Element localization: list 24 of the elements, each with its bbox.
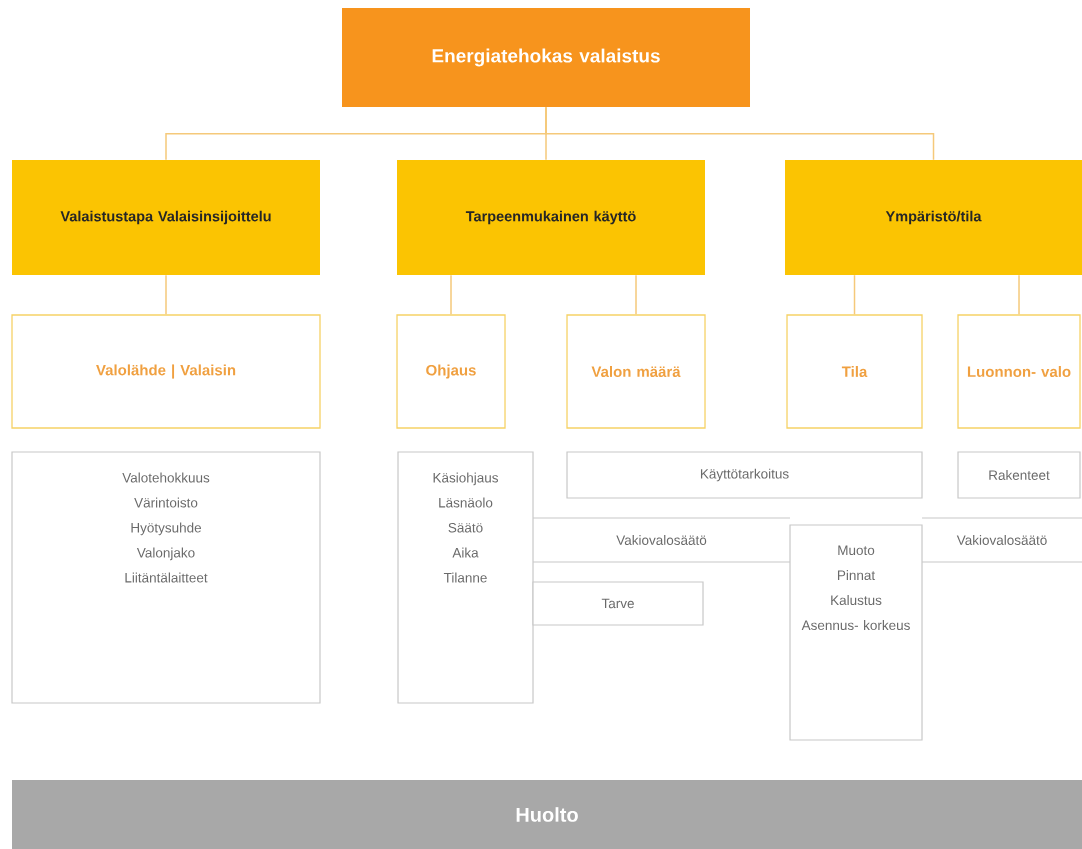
subcategory-box: Luonnon- valo xyxy=(957,314,1081,429)
category-box: Tarpeenmukainen käyttö xyxy=(397,160,705,275)
connector-line xyxy=(450,274,452,316)
item-box: Käyttötarkoitus xyxy=(566,451,923,499)
connector-line xyxy=(165,274,167,316)
list-box: Valotehokkuus Värintoisto Hyötysuhde Valonjako Liitäntälaitteet xyxy=(11,451,321,704)
item-box: Tarve xyxy=(532,581,704,626)
subcategory-box: Valon määrä xyxy=(566,314,706,429)
title-box: Energiatehokas valaistus xyxy=(342,8,750,107)
list-box: Käsiohjaus Läsnäolo Säätö Aika Tilanne xyxy=(397,451,534,704)
category-box: Valaistustapa Valaisinsijoittelu xyxy=(12,160,320,275)
connector-band: Vakiovalosäätö xyxy=(921,517,1082,563)
item-box: Rakenteet xyxy=(957,451,1081,499)
subcategory-box: Ohjaus xyxy=(396,314,506,429)
subcategory-box: Valolähde | Valaisin xyxy=(11,314,321,429)
subcategory-box: Tila xyxy=(786,314,923,429)
category-box: Ympäristö/tila xyxy=(785,160,1082,275)
connector-band: Vakiovalosäätö xyxy=(532,517,791,563)
footer-bar: Huolto xyxy=(12,780,1082,849)
connector-line xyxy=(635,274,637,316)
connector-line xyxy=(545,106,935,161)
connector-line xyxy=(1018,274,1020,316)
connector-line xyxy=(853,274,856,316)
list-box: Muoto Pinnat Kalustus Asennus- korkeus xyxy=(789,524,923,741)
